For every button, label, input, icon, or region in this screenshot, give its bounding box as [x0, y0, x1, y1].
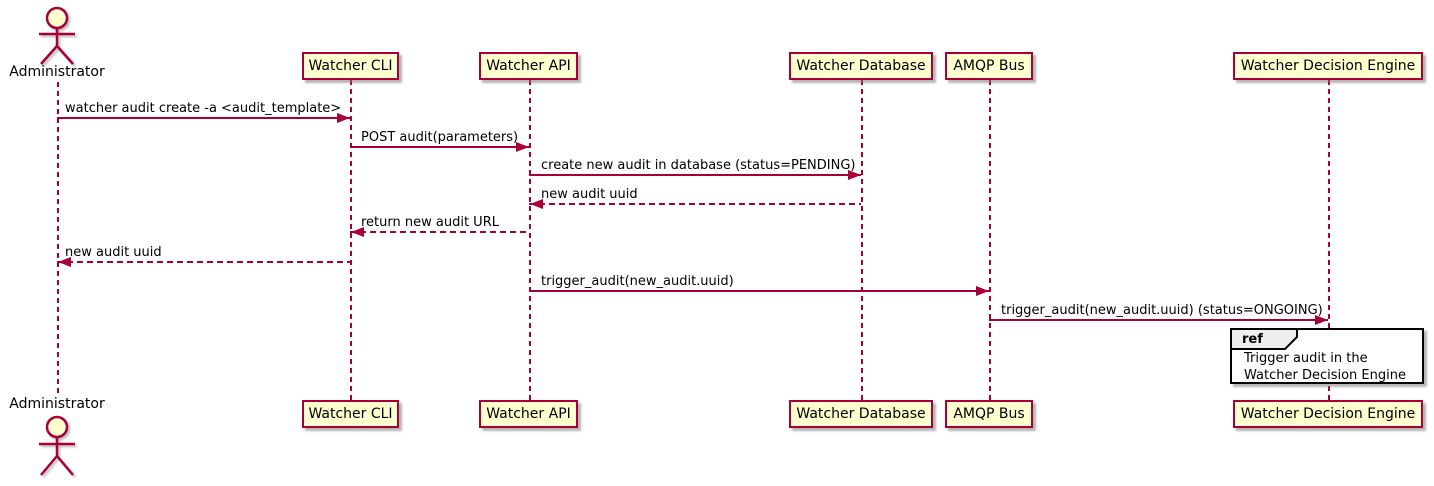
lifeline-watcher-cli [350, 80, 352, 400]
message-label: new audit uuid [65, 245, 162, 260]
actor-name-bottom: Administrator [9, 396, 105, 412]
message-arrow [529, 174, 861, 176]
arrowhead-icon [530, 199, 543, 209]
message-label: trigger_audit(new_audit.uuid) [541, 274, 734, 289]
message-arrow [57, 117, 350, 119]
message-arrow [529, 203, 861, 205]
participant-watcher-decision-engine-bottom: Watcher Decision Engine [1233, 400, 1423, 428]
ref-text: Trigger audit in the Watcher Decision En… [1244, 350, 1406, 384]
participant-watcher-cli-top: Watcher CLI [302, 52, 399, 80]
message-label: new audit uuid [541, 187, 638, 202]
message-label: create new audit in database (status=PEN… [541, 158, 856, 173]
participant-watcher-api-top: Watcher API [479, 52, 578, 80]
participant-amqp-bus-bottom: AMQP Bus [945, 400, 1033, 428]
ref-tab-label: ref [1242, 332, 1263, 347]
actor-name-top: Administrator [9, 64, 105, 80]
arrowhead-icon [58, 257, 71, 267]
arrowhead-icon [516, 142, 529, 152]
message-arrow [529, 290, 989, 292]
lifeline-watcher-database [861, 80, 863, 400]
message-arrow [989, 319, 1328, 321]
ref-tab-icon [1230, 328, 1298, 350]
message-label: return new audit URL [361, 215, 499, 230]
actor-icon [39, 415, 75, 476]
participant-watcher-decision-engine-top: Watcher Decision Engine [1233, 52, 1423, 80]
message-arrow [57, 261, 350, 263]
lifeline-amqp-bus [989, 80, 991, 400]
participant-watcher-database-top: Watcher Database [789, 52, 933, 80]
message-arrow [350, 231, 529, 233]
arrowhead-icon [848, 170, 861, 180]
lifeline-watcher-decision-engine [1328, 80, 1330, 400]
participant-watcher-cli-bottom: Watcher CLI [302, 400, 399, 428]
lifeline-administrator [57, 82, 59, 396]
message-label: trigger_audit(new_audit.uuid) (status=ON… [1001, 303, 1323, 318]
lifeline-watcher-api [529, 80, 531, 400]
participant-watcher-api-bottom: Watcher API [479, 400, 578, 428]
message-arrow [350, 146, 529, 148]
arrowhead-icon [351, 227, 364, 237]
arrowhead-icon [337, 113, 350, 123]
arrowhead-icon [976, 286, 989, 296]
ref-text-line1: Trigger audit in the [1244, 351, 1368, 366]
ref-text-line2: Watcher Decision Engine [1244, 368, 1406, 383]
participant-watcher-database-bottom: Watcher Database [789, 400, 933, 428]
message-label: watcher audit create -a <audit_template> [65, 101, 342, 116]
actor-icon [39, 6, 75, 65]
participant-amqp-bus-top: AMQP Bus [945, 52, 1033, 80]
message-label: POST audit(parameters) [361, 130, 519, 145]
ref-fragment: ref Trigger audit in the Watcher Decisio… [1230, 328, 1424, 384]
arrowhead-icon [1315, 315, 1328, 325]
